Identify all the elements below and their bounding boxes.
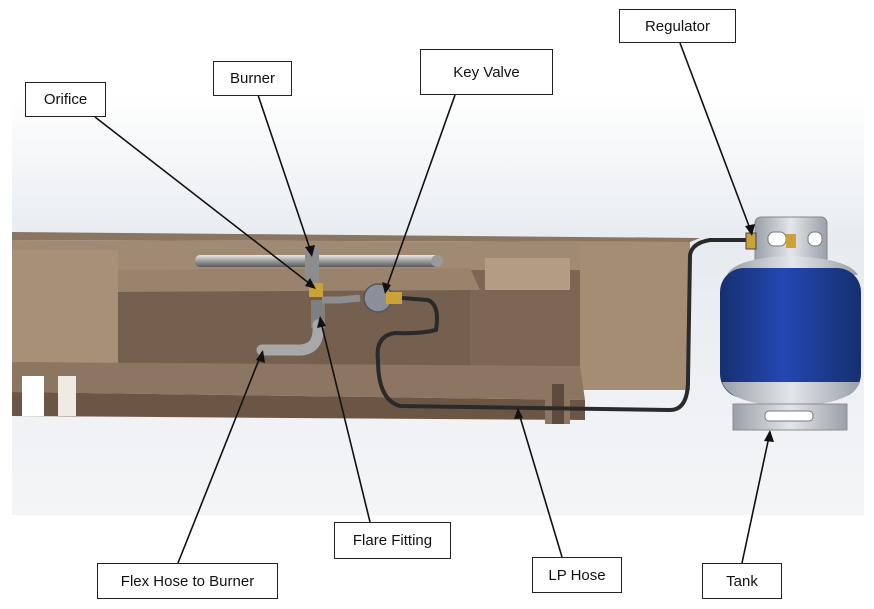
burner-end-cap (431, 255, 443, 267)
arrowhead-orifice (305, 278, 316, 289)
tank-body (720, 268, 861, 398)
label-key-valve: Key Valve (420, 49, 553, 95)
burner-tee (305, 248, 319, 286)
gas-line (322, 294, 361, 304)
leader-flex-hose (177, 351, 263, 564)
leader-flare-fitting (319, 317, 371, 523)
key-valve-brass (386, 292, 402, 304)
leader-burner (257, 94, 313, 256)
fire-pit-base (12, 392, 585, 420)
lp-hose (375, 238, 752, 412)
leader-lines (94, 42, 771, 564)
leader-lp-hose (517, 409, 563, 558)
arrowhead-burner (305, 245, 315, 257)
tank-foot-slot (764, 410, 814, 422)
label-burner: Burner (213, 61, 292, 96)
tank-valve (786, 234, 796, 248)
leader-tank (741, 431, 771, 564)
left-leg-cutout-2 (58, 376, 76, 416)
left-leg-cutout (22, 376, 44, 416)
label-lp-hose: LP Hose (532, 557, 622, 593)
burner-shelf (102, 268, 480, 292)
arrowhead-flex-hose (256, 350, 265, 363)
arrowhead-flare-fitting (317, 316, 326, 328)
arrowhead-tank (764, 430, 774, 442)
right-notch-inner (552, 384, 564, 424)
fire-pit-front-ledge (12, 362, 585, 400)
label-orifice: Orifice (25, 82, 106, 117)
tank-collar-window-2 (807, 231, 823, 247)
leader-orifice (94, 116, 315, 288)
leader-key-valve (384, 94, 456, 293)
label-tank: Tank (702, 563, 782, 599)
label-flex-hose: Flex Hose to Burner (97, 563, 278, 599)
leader-arrowheads (256, 224, 774, 442)
fire-pit-right-block (580, 242, 690, 390)
arrowhead-key-valve (382, 282, 391, 294)
label-regulator: Regulator (619, 9, 736, 43)
label-flare-fitting: Flare Fitting (334, 522, 451, 559)
fire-pit-right-inner (485, 258, 570, 290)
flex-hose (256, 319, 324, 356)
regulator-body (745, 232, 757, 250)
tank-bottom (722, 382, 860, 406)
leader-regulator (679, 42, 753, 235)
tank-collar-window (767, 231, 787, 247)
arrowhead-lp-hose (514, 408, 523, 419)
arrowhead-regulator (745, 224, 755, 236)
fire-pit-left-block (12, 250, 118, 368)
fire-pit-top (12, 232, 700, 242)
